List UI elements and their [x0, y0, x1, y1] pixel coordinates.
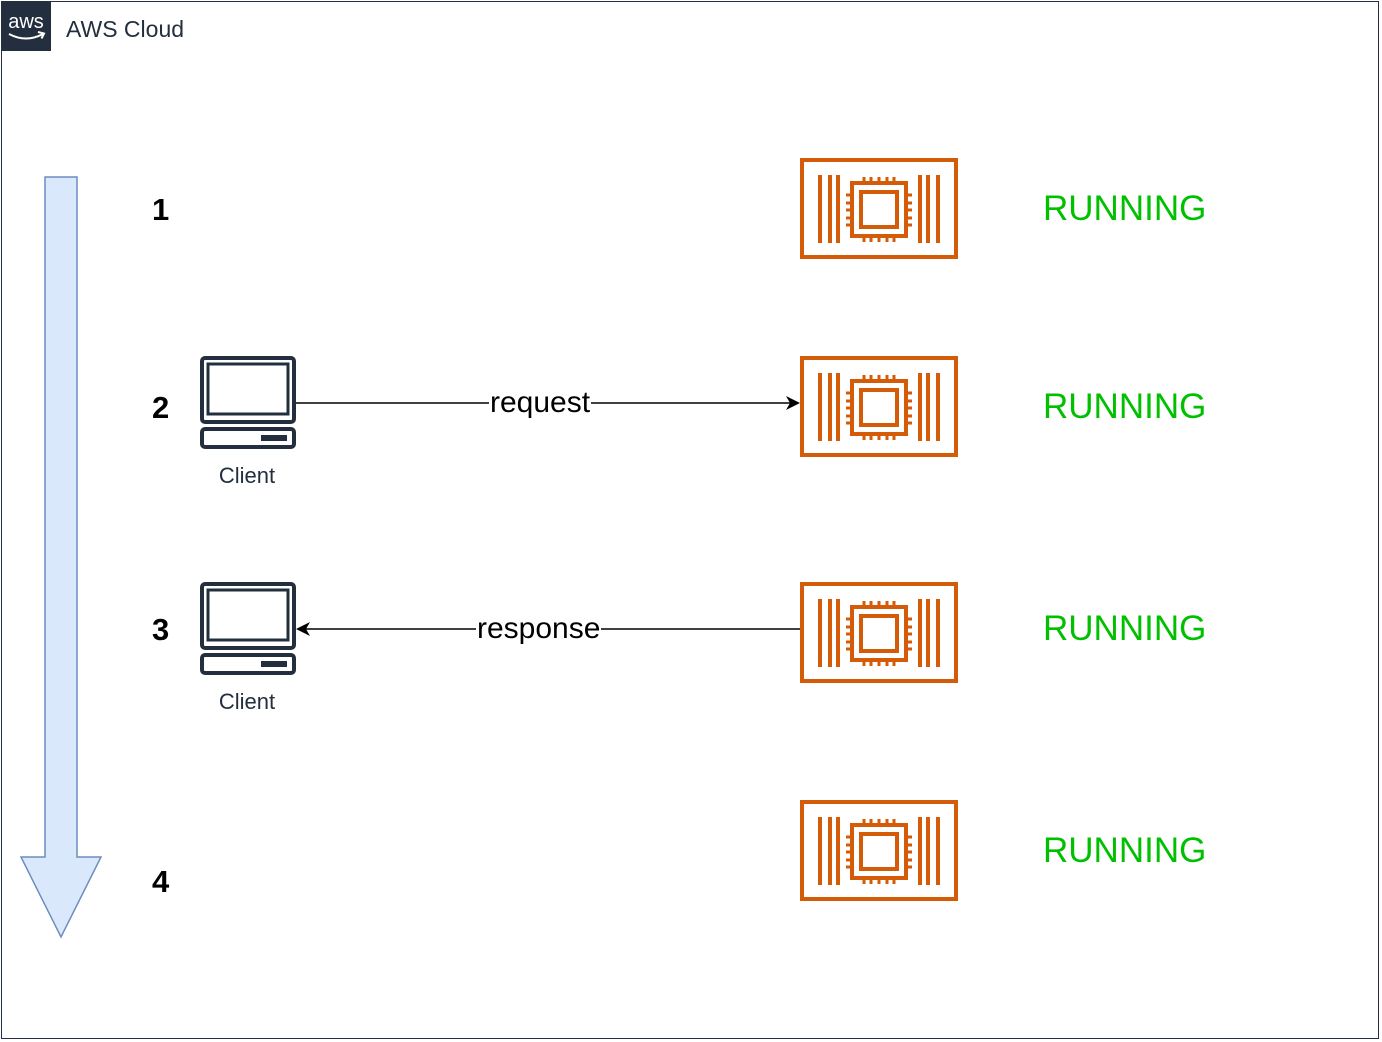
ec2-instance-icon — [800, 800, 958, 901]
request-label: request — [489, 386, 592, 420]
aws-logo-icon: aws — [1, 1, 51, 51]
response-arrowhead — [296, 622, 310, 636]
instance-status-3: RUNNING — [1043, 609, 1207, 648]
client-laptop-icon — [200, 356, 296, 449]
aws-badge-text: aws — [8, 11, 44, 33]
ec2-instance-icon — [800, 356, 958, 457]
timeline-arrow — [19, 176, 103, 939]
client-label: Client — [218, 463, 276, 488]
request-arrowhead — [786, 396, 800, 410]
response-label: response — [476, 612, 602, 646]
client-laptop-icon — [200, 582, 296, 675]
cloud-title: AWS Cloud — [66, 16, 185, 42]
instance-status-4: RUNNING — [1043, 831, 1207, 870]
step-number-4: 4 — [152, 864, 170, 899]
step-number-2: 2 — [152, 390, 170, 425]
instance-status-2: RUNNING — [1043, 387, 1207, 426]
step-number-3: 3 — [152, 612, 170, 647]
client-label: Client — [218, 689, 276, 714]
step-number-1: 1 — [152, 192, 170, 227]
instance-status-1: RUNNING — [1043, 189, 1207, 228]
flow-connectors — [296, 396, 800, 636]
ec2-instance-icon — [800, 158, 958, 259]
ec2-instance-icon — [800, 582, 958, 683]
